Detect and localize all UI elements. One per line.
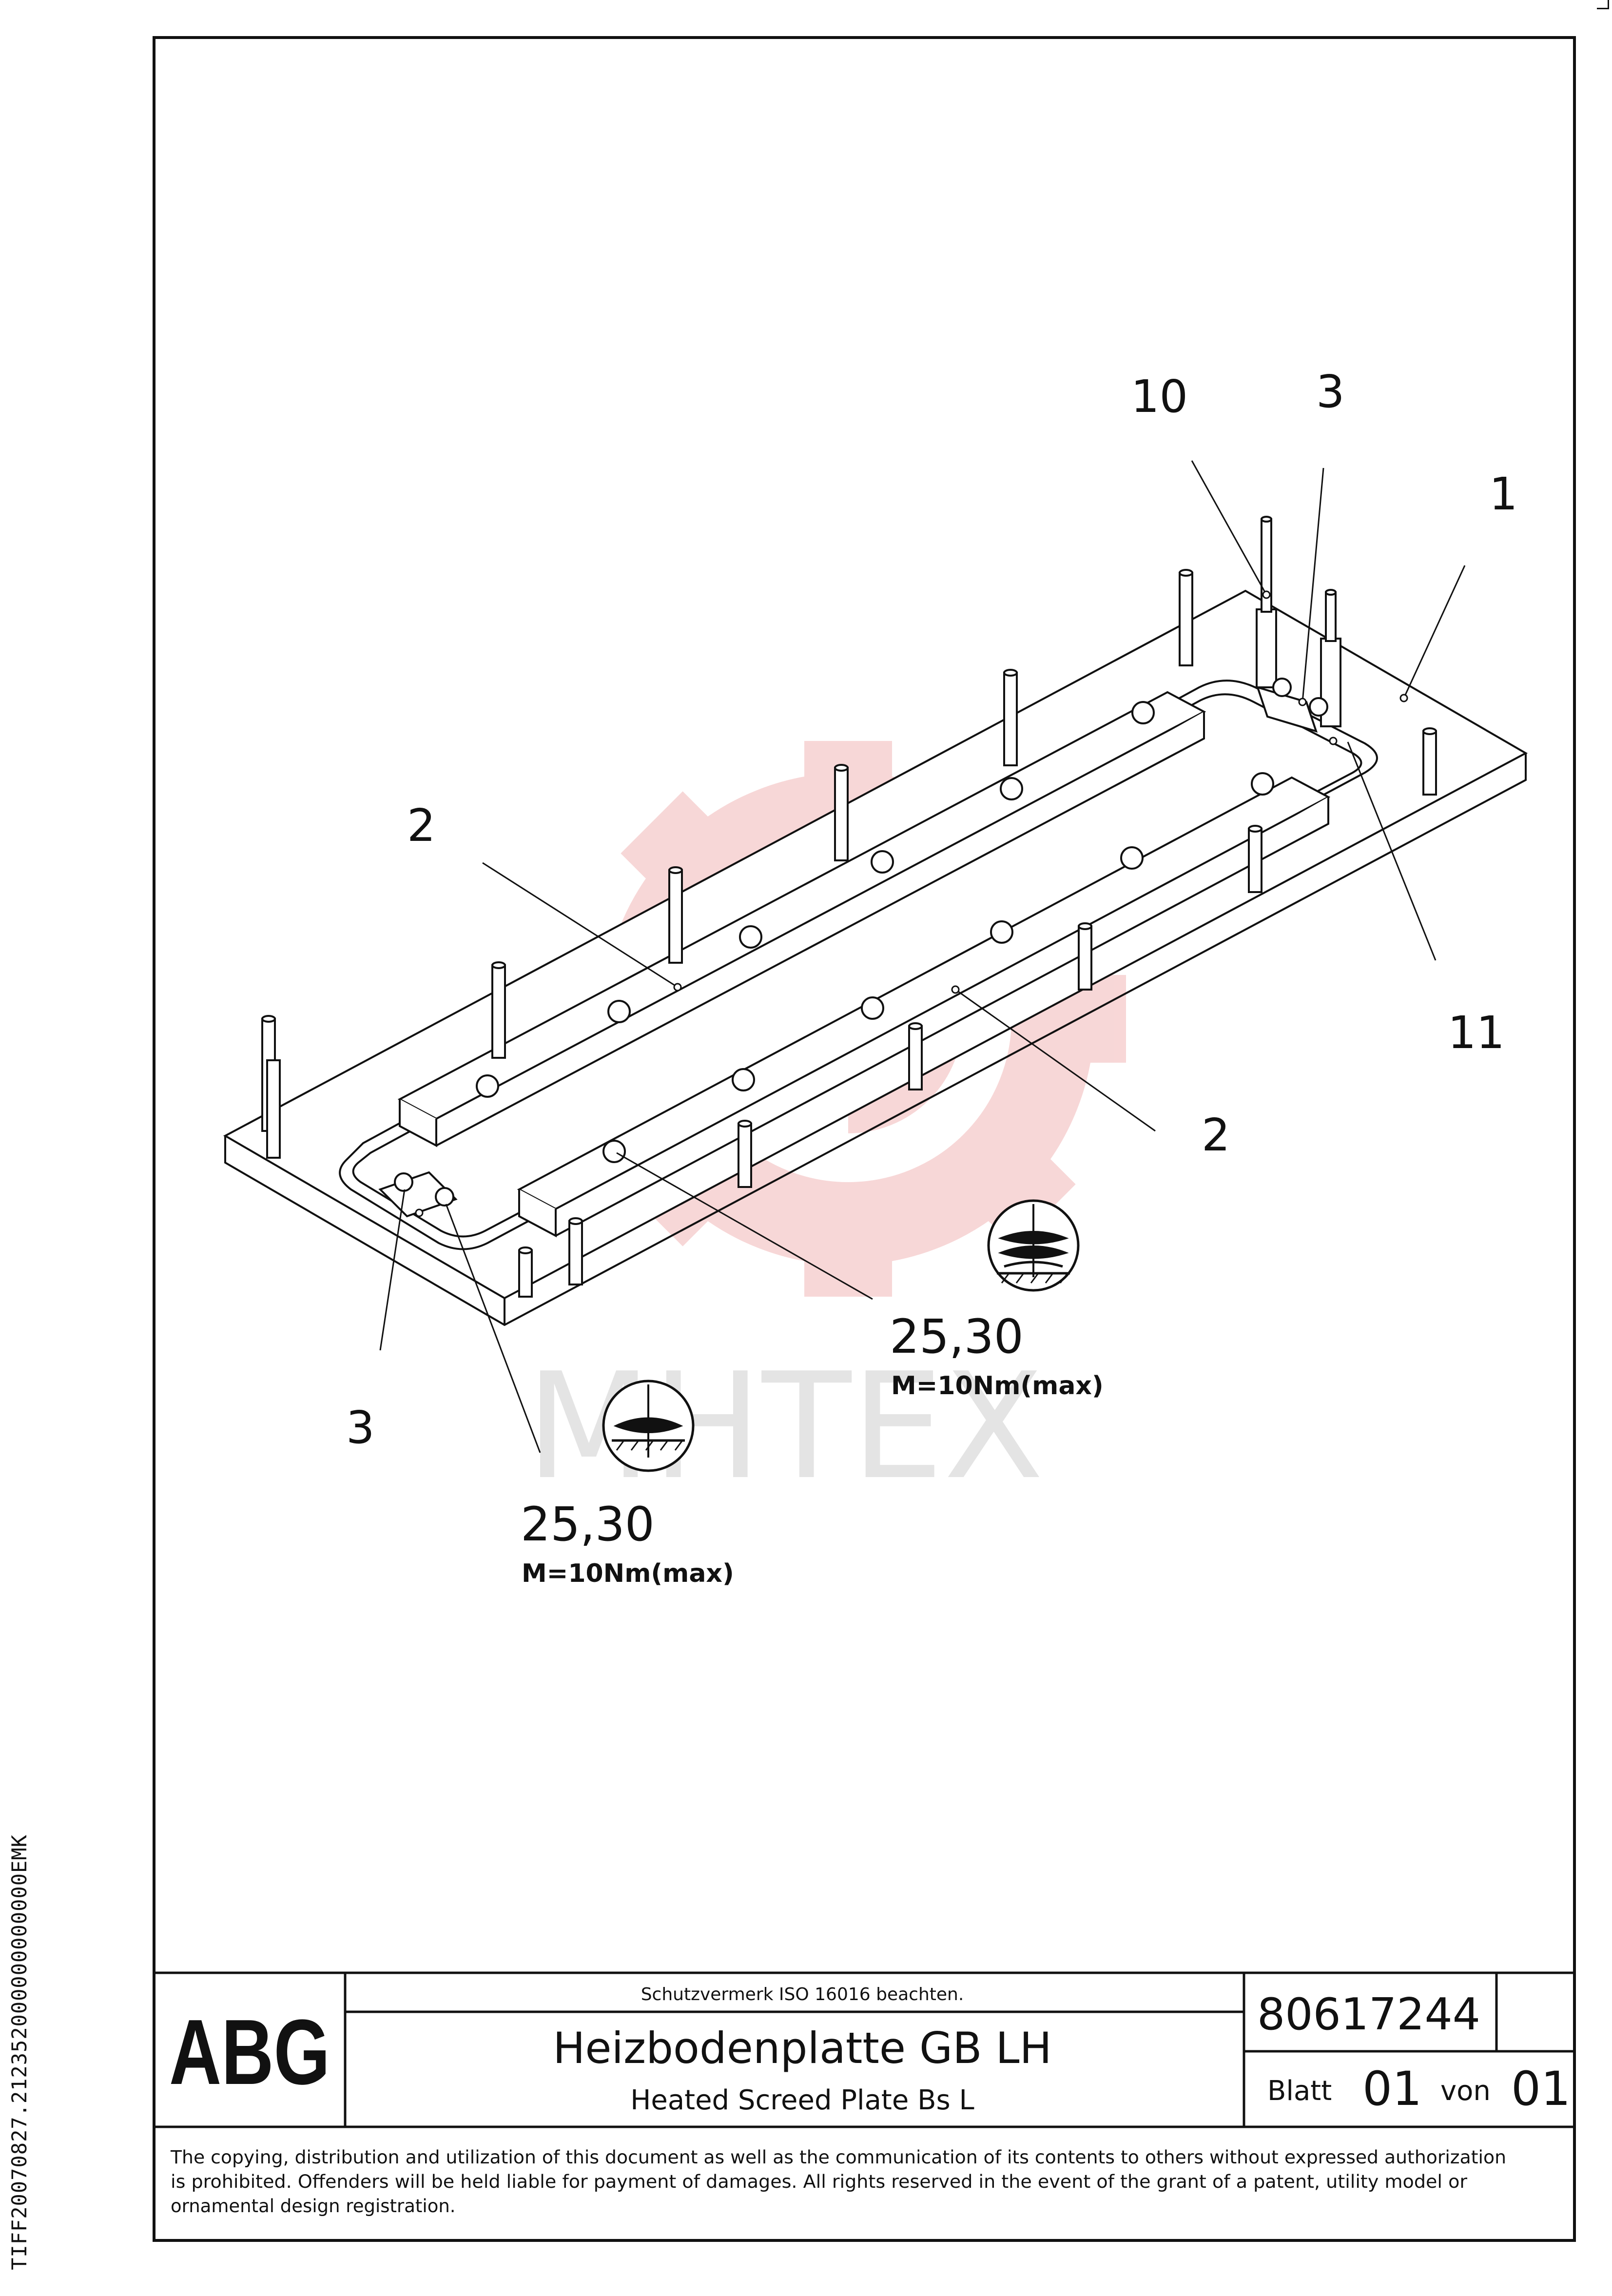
copyright-line-1: The copying, distribution and utilizatio… bbox=[170, 2147, 1506, 2168]
leader-lines bbox=[379, 460, 1466, 1453]
drawing-title-en: Heated Screed Plate Bs L bbox=[630, 2084, 974, 2116]
clamp-block bbox=[378, 1171, 458, 1218]
side-file-code: TIFF20070827.212352000000000000EMK bbox=[7, 1834, 31, 2270]
edge-studs bbox=[261, 569, 1437, 1298]
rail-nuts bbox=[476, 701, 1274, 1163]
callout-2-right: 2 bbox=[1202, 1109, 1230, 1161]
torque-right-spec: M=10Nm(max) bbox=[891, 1371, 1104, 1401]
torque-left-numbers: 25,30 bbox=[521, 1497, 655, 1552]
copyright-line-2: is prohibited. Offenders will be held li… bbox=[171, 2171, 1468, 2192]
callout-2-left: 2 bbox=[407, 799, 436, 852]
protection-note: Schutzvermerk ISO 16016 beachten. bbox=[641, 1985, 964, 2004]
corner-mark bbox=[1597, 0, 1609, 9]
leader-dots bbox=[415, 590, 1408, 1217]
title-block bbox=[154, 1971, 1574, 2128]
callout-3-top: 3 bbox=[1316, 366, 1345, 418]
part-number: 80617244 bbox=[1257, 1989, 1480, 2040]
heating-tube bbox=[339, 680, 1378, 1250]
callout-1: 1 bbox=[1489, 468, 1518, 520]
logo-abg: ABG bbox=[169, 2001, 330, 2104]
of-label: von bbox=[1440, 2075, 1491, 2107]
torque-symbol-left-icon bbox=[602, 1380, 695, 1472]
torque-symbol-right-icon bbox=[987, 1199, 1080, 1292]
callout-11: 11 bbox=[1448, 1007, 1505, 1059]
sheet-total: 01 bbox=[1511, 2062, 1571, 2116]
base-plate bbox=[223, 589, 1528, 1326]
callout-3-bottom: 3 bbox=[346, 1401, 375, 1454]
copyright-line-3: ornamental design registration. bbox=[171, 2196, 456, 2217]
sheet-number: 01 bbox=[1362, 2062, 1422, 2116]
drawing-title-de: Heizbodenplatte GB LH bbox=[553, 2023, 1052, 2073]
callout-10: 10 bbox=[1131, 370, 1188, 423]
sheet-label: Blatt bbox=[1267, 2075, 1332, 2107]
channel-rail-upper bbox=[397, 691, 1206, 1148]
torque-left-spec: M=10Nm(max) bbox=[522, 1559, 734, 1588]
drawing-frame bbox=[153, 36, 1576, 2242]
connector-risers bbox=[1256, 516, 1341, 733]
torque-right-numbers: 25,30 bbox=[890, 1309, 1024, 1364]
